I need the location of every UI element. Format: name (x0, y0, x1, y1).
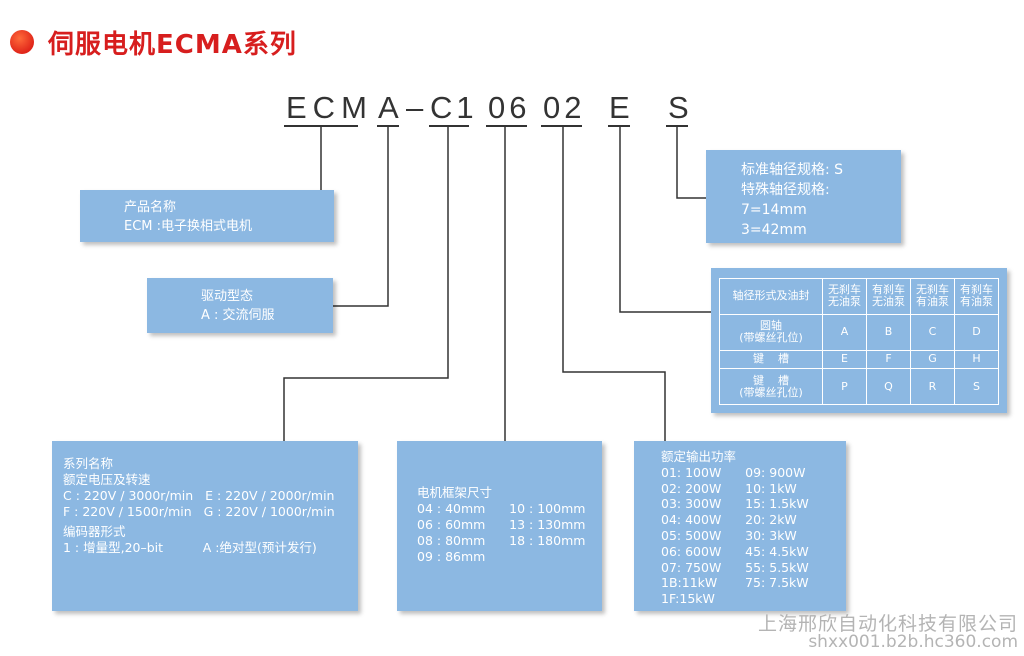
box-rated-power: 额定输出功率 01: 100W 09: 900W 02: 200W 10: 1k… (634, 441, 846, 611)
box-text-line: F : 220V / 1500r/min G : 220V / 1000r/mi… (63, 504, 335, 519)
box-text-line: 03: 300W 15: 1.5kW (661, 496, 809, 512)
table-cell: C (910, 313, 955, 351)
table-cell: H (954, 349, 999, 370)
table-cell: Q (866, 368, 911, 405)
code-dash: – (406, 90, 424, 125)
page-title: 伺服电机ECMA系列 (48, 29, 297, 60)
box-text-line: 标准轴径规格: S (741, 162, 844, 178)
bullet-dot-icon (10, 30, 34, 54)
connector-a (333, 126, 389, 307)
connector-s (676, 126, 706, 199)
table-row-label: 键 槽 (719, 349, 823, 370)
code-c1: C1 (430, 90, 478, 125)
box-text-line: 05: 500W 30: 3kW (661, 527, 797, 543)
code-a: A (378, 90, 399, 125)
box-text-line: C : 220V / 3000r/min E : 220V / 2000r/mi… (63, 488, 335, 503)
table-cell: D (954, 313, 999, 351)
connector-02 (562, 126, 666, 441)
table-cell: B (866, 313, 911, 351)
underline-02 (541, 125, 582, 127)
table-row: 键 槽 (带螺丝孔位) P Q R S (719, 368, 999, 405)
table-header-cell: 无刹车 有油泵 (910, 278, 955, 315)
table-row-label: 圆轴 (带螺丝孔位) (719, 313, 823, 351)
box-text-line: 08 : 80mm 18 : 180mm (417, 533, 586, 548)
connector-e (619, 126, 711, 313)
box-text-line: 1B:11kW 75: 7.5kW (661, 575, 809, 591)
footer-url: shxx001.b2b.hc360.com (808, 632, 1018, 652)
box-drive-type: 驱动型态 A : 交流伺服 (147, 278, 333, 333)
table-cell: E (822, 349, 867, 370)
title-row: 伺服电机ECMA系列 (10, 26, 297, 60)
code-02: 02 (543, 90, 586, 125)
box-text-line: 06: 600W 45: 4.5kW (661, 543, 809, 559)
box-text-line: A : 交流伺服 (201, 308, 275, 323)
box-text-line: 产品名称 (124, 200, 177, 215)
box-text-line: 04 : 40mm 10 : 100mm (417, 501, 586, 516)
box-text-line: 09 : 86mm (417, 549, 486, 564)
box-text-line: ECM :电子换相式电机 (124, 219, 253, 234)
table-header-row: 轴径形式及油封 无刹车 无油泵 有刹车 无油泵 无刹车 有油泵 有刹车 有油泵 (719, 278, 999, 315)
box-text-line: 07: 750W 55: 5.5kW (661, 559, 809, 575)
box-text-line: 3=42mm (741, 222, 807, 238)
underline-e (608, 125, 630, 127)
shaft-seal-grid: 轴径形式及油封 无刹车 无油泵 有刹车 无油泵 无刹车 有油泵 有刹车 有油泵 … (719, 278, 999, 405)
box-text-line: 驱动型态 (201, 289, 254, 304)
code-e: E (609, 90, 630, 125)
table-cell: A (822, 313, 867, 351)
box-series-name: 系列名称 额定电压及转速 C : 220V / 3000r/min E : 22… (52, 441, 358, 611)
box-text-line: 额定电压及转速 (63, 472, 151, 487)
box-text-line: 电机框架尺寸 (417, 485, 493, 500)
table-cell: F (866, 349, 911, 370)
box-frame-size: 电机框架尺寸 04 : 40mm 10 : 100mm 06 : 60mm 13… (397, 441, 602, 611)
box-shaft-spec: 标准轴径规格: S 特殊轴径规格: 7=14mm 3=42mm (706, 150, 901, 243)
box-text-line: 01: 100W 09: 900W (661, 464, 806, 480)
table-cell: S (954, 368, 999, 405)
table-row: 键 槽 E F G H (719, 349, 999, 370)
box-text-line: 1 : 增量型,20–bit A :绝对型(预计发行) (63, 540, 317, 555)
box-text-line: 1F:15kW (661, 591, 715, 607)
box-text-line: 编码器形式 (63, 524, 126, 539)
box-product-name: 产品名称 ECM :电子换相式电机 (80, 190, 334, 242)
table-cell: R (910, 368, 955, 405)
table-cell: G (910, 349, 955, 370)
table-header-cell: 有刹车 无油泵 (866, 278, 911, 315)
table-row-label: 键 槽 (带螺丝孔位) (719, 368, 823, 405)
underline-c1 (429, 125, 469, 127)
table-header-cell: 有刹车 有油泵 (954, 278, 999, 315)
box-text-line: 02: 200W 10: 1kW (661, 480, 797, 496)
table-cell: P (822, 368, 867, 405)
connector-c1 (283, 126, 449, 441)
box-text-line: 7=14mm (741, 202, 807, 218)
table-header-cell: 轴径形式及油封 (719, 278, 823, 315)
box-text-line: 系列名称 (63, 456, 114, 471)
code-s: S (668, 90, 689, 125)
table-row: 圆轴 (带螺丝孔位) A B C D (719, 313, 999, 351)
box-text-line: 特殊轴径规格: (741, 182, 830, 198)
box-text-line: 06 : 60mm 13 : 130mm (417, 517, 586, 532)
code-06: 06 (488, 90, 531, 125)
underline-06 (486, 125, 527, 127)
box-text-line: 04: 400W 20: 2kW (661, 512, 797, 528)
code-ecm: ECM (286, 90, 373, 125)
shaft-seal-table: 轴径形式及油封 无刹车 无油泵 有刹车 无油泵 无刹车 有油泵 有刹车 有油泵 … (711, 268, 1007, 413)
footer-company: 上海邢欣自动化科技有限公司 (757, 613, 1018, 635)
box-text-line: 额定输出功率 (661, 449, 737, 464)
table-header-cell: 无刹车 无油泵 (822, 278, 867, 315)
